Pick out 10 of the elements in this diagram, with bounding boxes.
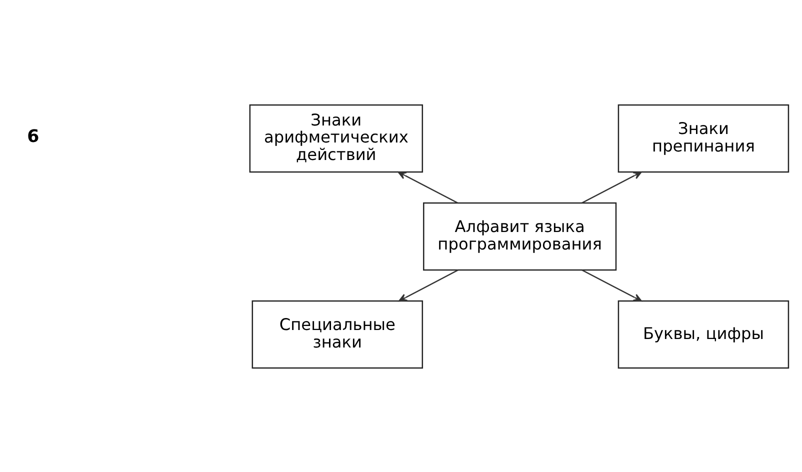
arrow xyxy=(398,269,458,302)
arrow xyxy=(582,170,642,203)
node-box: Знаки препинания xyxy=(618,104,790,172)
label: 6 xyxy=(27,126,40,146)
node-box: Алфавит языка программирования xyxy=(423,202,617,270)
node-box: Буквы, цифры xyxy=(618,300,790,368)
node-box: Специальные знаки xyxy=(252,300,424,368)
node-box: Знаки арифметических действий xyxy=(249,104,424,172)
arrow xyxy=(582,269,642,302)
arrow xyxy=(398,170,458,203)
